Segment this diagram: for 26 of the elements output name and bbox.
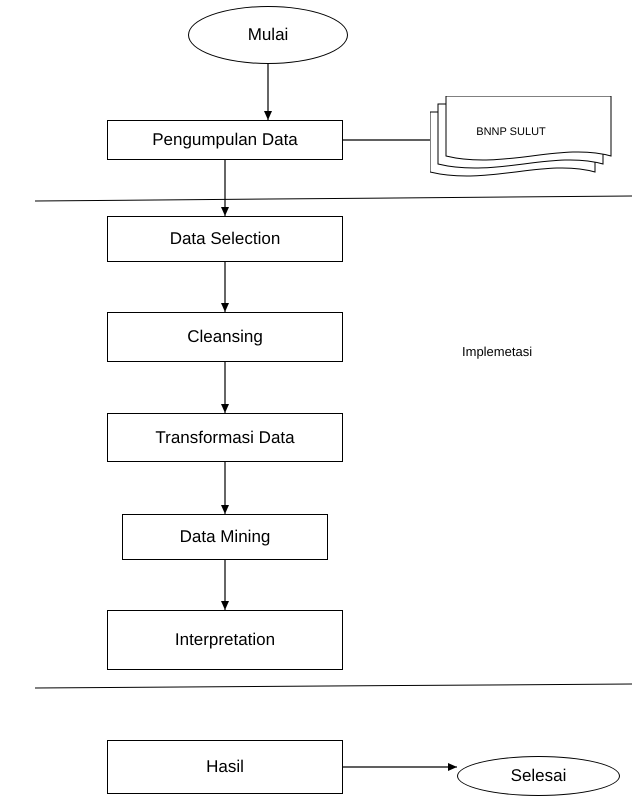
node-text: BNNP SULUT <box>476 125 546 140</box>
arrow <box>221 160 229 216</box>
arrow <box>221 262 229 312</box>
process-box <box>107 120 343 160</box>
arrow <box>221 462 229 514</box>
process-box <box>107 216 343 262</box>
node-text: Transformasi Data <box>155 426 295 449</box>
node-text: Cleansing <box>187 326 263 348</box>
process-box <box>122 514 328 560</box>
node-text: Interpretation <box>174 629 276 652</box>
arrow <box>221 560 229 610</box>
connector-line <box>343 139 430 141</box>
node-text: Hasil <box>206 756 244 778</box>
arrow <box>264 64 272 120</box>
process-box <box>107 610 343 670</box>
process-box <box>107 413 343 462</box>
node-text: Mulai <box>248 24 288 46</box>
arrow <box>343 763 457 771</box>
process-box <box>107 740 343 794</box>
node-text: Selesai <box>510 765 566 788</box>
note-text: Implemetasi <box>462 343 532 361</box>
arrow <box>221 362 229 413</box>
node-text: Data Selection <box>170 228 280 250</box>
node-text: Data Mining <box>180 526 270 548</box>
node-text: Pengumpulan Data <box>152 129 298 152</box>
process-box <box>107 312 343 362</box>
